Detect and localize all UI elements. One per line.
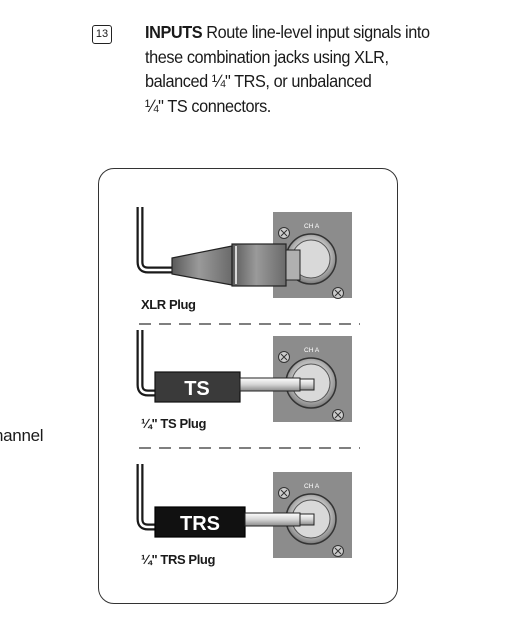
trs-plug-text: TRS bbox=[180, 513, 220, 535]
ts-plug-label: ¼" TS Plug bbox=[141, 416, 206, 431]
jack-label-1: CH A bbox=[304, 223, 320, 230]
jack-label-3: CH A bbox=[304, 483, 320, 490]
description-line-3: balanced ¼" TRS, or unbalanced bbox=[145, 71, 372, 91]
ts-plug-icon: TS bbox=[136, 330, 315, 403]
inputs-keyword: INPUTS bbox=[145, 22, 203, 42]
left-column-fragment: hannel r bbox=[0, 425, 44, 469]
ts-plug-text: TS bbox=[184, 378, 210, 400]
description-line-4: ¼" TS connectors. bbox=[145, 95, 271, 116]
trs-plug-icon: TRS bbox=[136, 464, 315, 538]
fragment-line-1: hannel bbox=[0, 426, 44, 445]
inputs-description: INPUTS Route line-level input signals in… bbox=[145, 20, 498, 118]
connector-figure-frame bbox=[98, 168, 398, 604]
item-number-box: 13 bbox=[92, 25, 112, 44]
xlr-plug-icon bbox=[136, 207, 301, 287]
xlr-plug-label: XLR Plug bbox=[141, 297, 196, 312]
description-line-1: Route line-level input signals into bbox=[206, 22, 430, 42]
trs-plug-label: ¼" TRS Plug bbox=[141, 552, 215, 567]
description-line-2: these combination jacks using XLR, bbox=[145, 46, 389, 67]
jack-label-2: CH A bbox=[304, 347, 320, 354]
